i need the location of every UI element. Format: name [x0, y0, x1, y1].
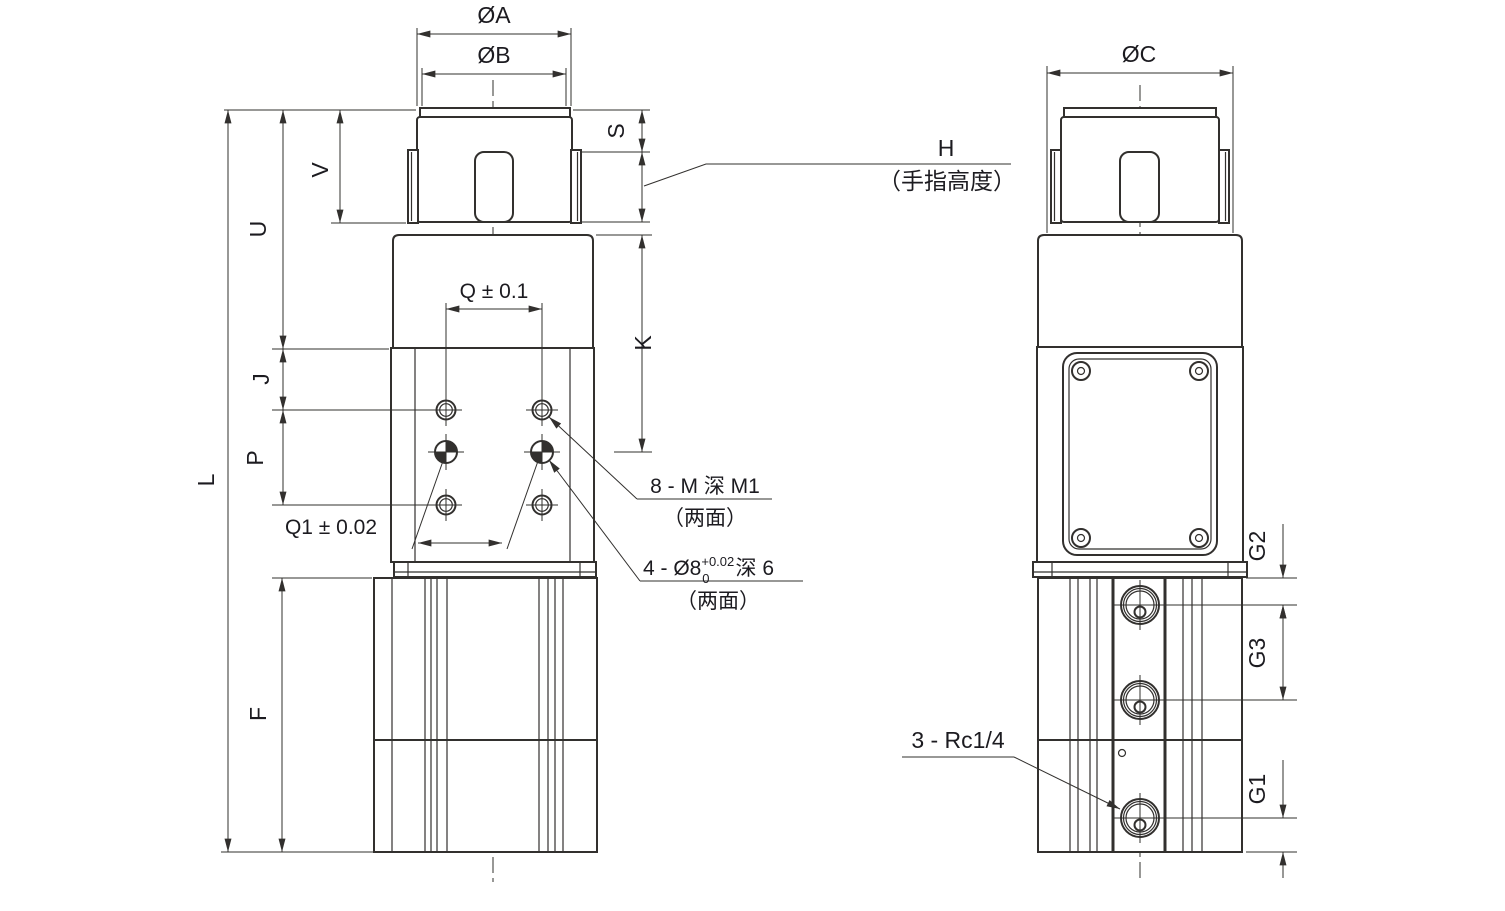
dim-v: V — [307, 162, 333, 178]
dim-oc: ØC — [1122, 41, 1157, 67]
thread-callout-line1: 8 - M 深 M1 — [650, 475, 760, 498]
dim-p: P — [242, 450, 268, 465]
dim-q: Q ± 0.1 — [460, 280, 529, 303]
front-dowel-holes — [428, 434, 560, 470]
dowel-callout-line2: （两面） — [676, 590, 760, 613]
front-shoulder — [392, 234, 594, 349]
dim-f: F — [245, 707, 271, 721]
thread-callout: 8 - M 深 M1 （两面） — [548, 416, 772, 530]
dim-ob: ØB — [477, 42, 510, 68]
dim-q1: Q1 ± 0.02 — [285, 516, 377, 539]
dim-s: S — [603, 123, 629, 138]
side-flange — [1032, 561, 1248, 578]
dim-u: U — [245, 221, 271, 238]
side-finger — [1119, 151, 1160, 223]
front-body — [390, 347, 595, 563]
dim-g2: G2 — [1244, 531, 1270, 562]
front-cylinder-block — [373, 577, 598, 853]
side-dimensions: 3 - Rc1/4 ØC G2 G3 G1 — [902, 41, 1297, 878]
front-flange — [393, 561, 597, 578]
side-gripper-head — [1050, 107, 1230, 224]
port-callout: 3 - Rc1/4 — [902, 727, 1121, 810]
h-callout: H （手指高度） — [643, 135, 1016, 194]
dim-l: L — [193, 473, 219, 486]
dim-oa: ØA — [477, 2, 511, 28]
dim-g1: G1 — [1244, 774, 1270, 805]
h-label: H — [938, 135, 955, 161]
side-plate-screws — [1071, 361, 1209, 548]
front-gripper-head — [407, 107, 582, 224]
dim-g3: G3 — [1244, 638, 1270, 669]
h-note-label: （手指高度） — [878, 168, 1016, 194]
side-view — [1032, 85, 1248, 880]
thread-callout-line2: （两面） — [663, 507, 747, 530]
front-thread-holes-row3 — [430, 489, 558, 521]
side-shoulder — [1037, 234, 1243, 348]
front-thread-holes-row1 — [430, 394, 558, 426]
side-pin-hole — [1117, 748, 1127, 758]
front-finger — [474, 151, 514, 223]
dim-j: J — [248, 373, 274, 385]
port-callout-label: 3 - Rc1/4 — [911, 727, 1005, 753]
side-body — [1036, 346, 1244, 563]
dim-k: K — [630, 335, 656, 351]
front-view — [373, 80, 598, 882]
